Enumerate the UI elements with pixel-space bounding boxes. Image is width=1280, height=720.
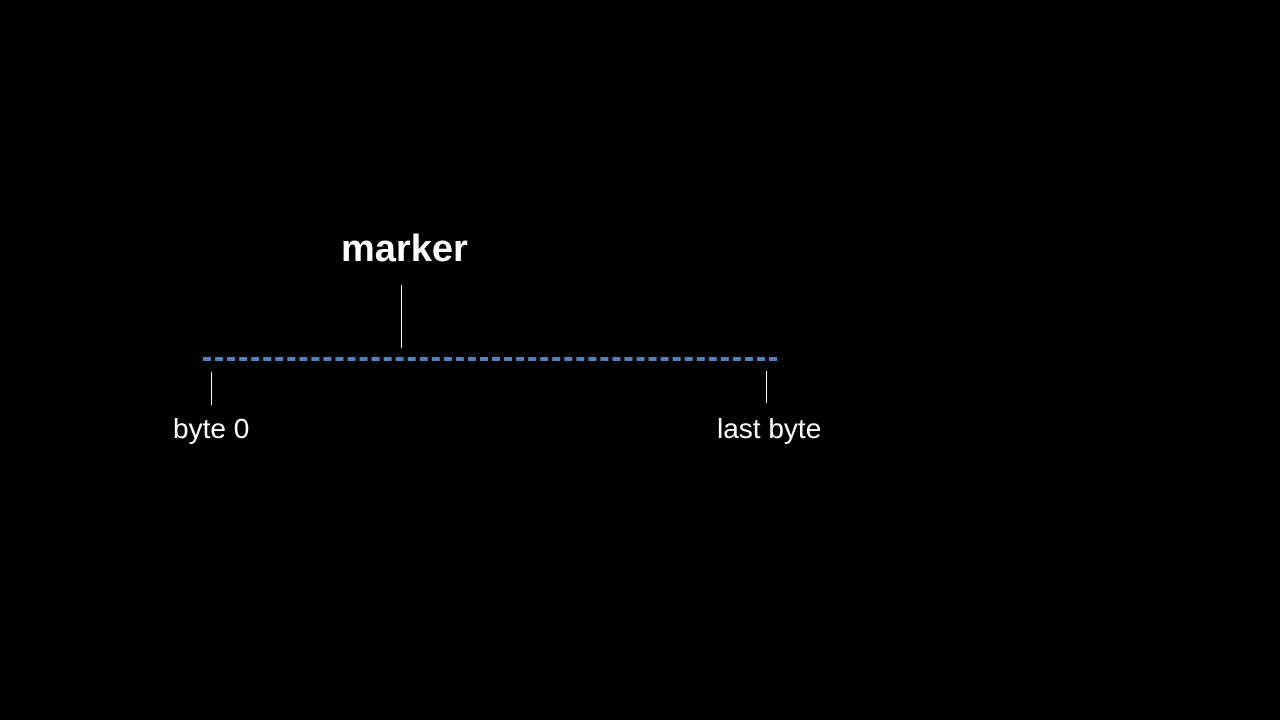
marker-pointer-line	[401, 285, 402, 348]
end-tick	[766, 371, 767, 403]
marker-label: marker	[341, 228, 468, 270]
last-byte-label: last byte	[717, 413, 822, 444]
start-tick	[211, 372, 212, 405]
byte-0-label: byte 0	[173, 413, 250, 444]
byte-range-dashed-line	[203, 357, 777, 361]
